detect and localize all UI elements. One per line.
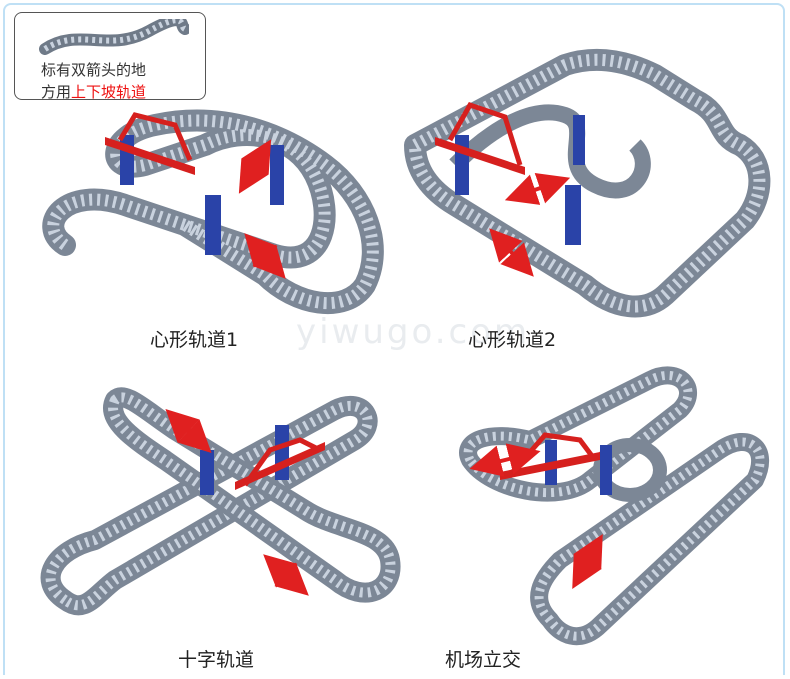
legend-line-2: 方用上下坡轨道 — [41, 81, 146, 102]
watermark: yiwugo.com — [296, 312, 531, 352]
cross-track-illustration — [40, 387, 401, 616]
legend-line-1: 标有双箭头的地 — [41, 61, 147, 79]
track-piece-icon — [39, 19, 189, 55]
legend-prefix: 方用 — [41, 83, 72, 101]
caption-airport-overpass: 机场立交 — [445, 649, 522, 671]
legend-highlight: 上下坡轨道 — [71, 83, 147, 101]
heart-track-2-illustration — [404, 48, 771, 318]
airport-overpass-illustration — [459, 366, 769, 646]
heart-track-1-illustration — [42, 109, 384, 315]
page-frame — [3, 3, 785, 675]
caption-cross-track: 十字轨道 — [178, 649, 255, 671]
caption-heart-track-1: 心形轨道1 — [150, 329, 239, 351]
caption-heart-track-2: 心形轨道2 — [468, 329, 557, 351]
legend-box: 标有双箭头的地 方用上下坡轨道 — [14, 12, 206, 102]
